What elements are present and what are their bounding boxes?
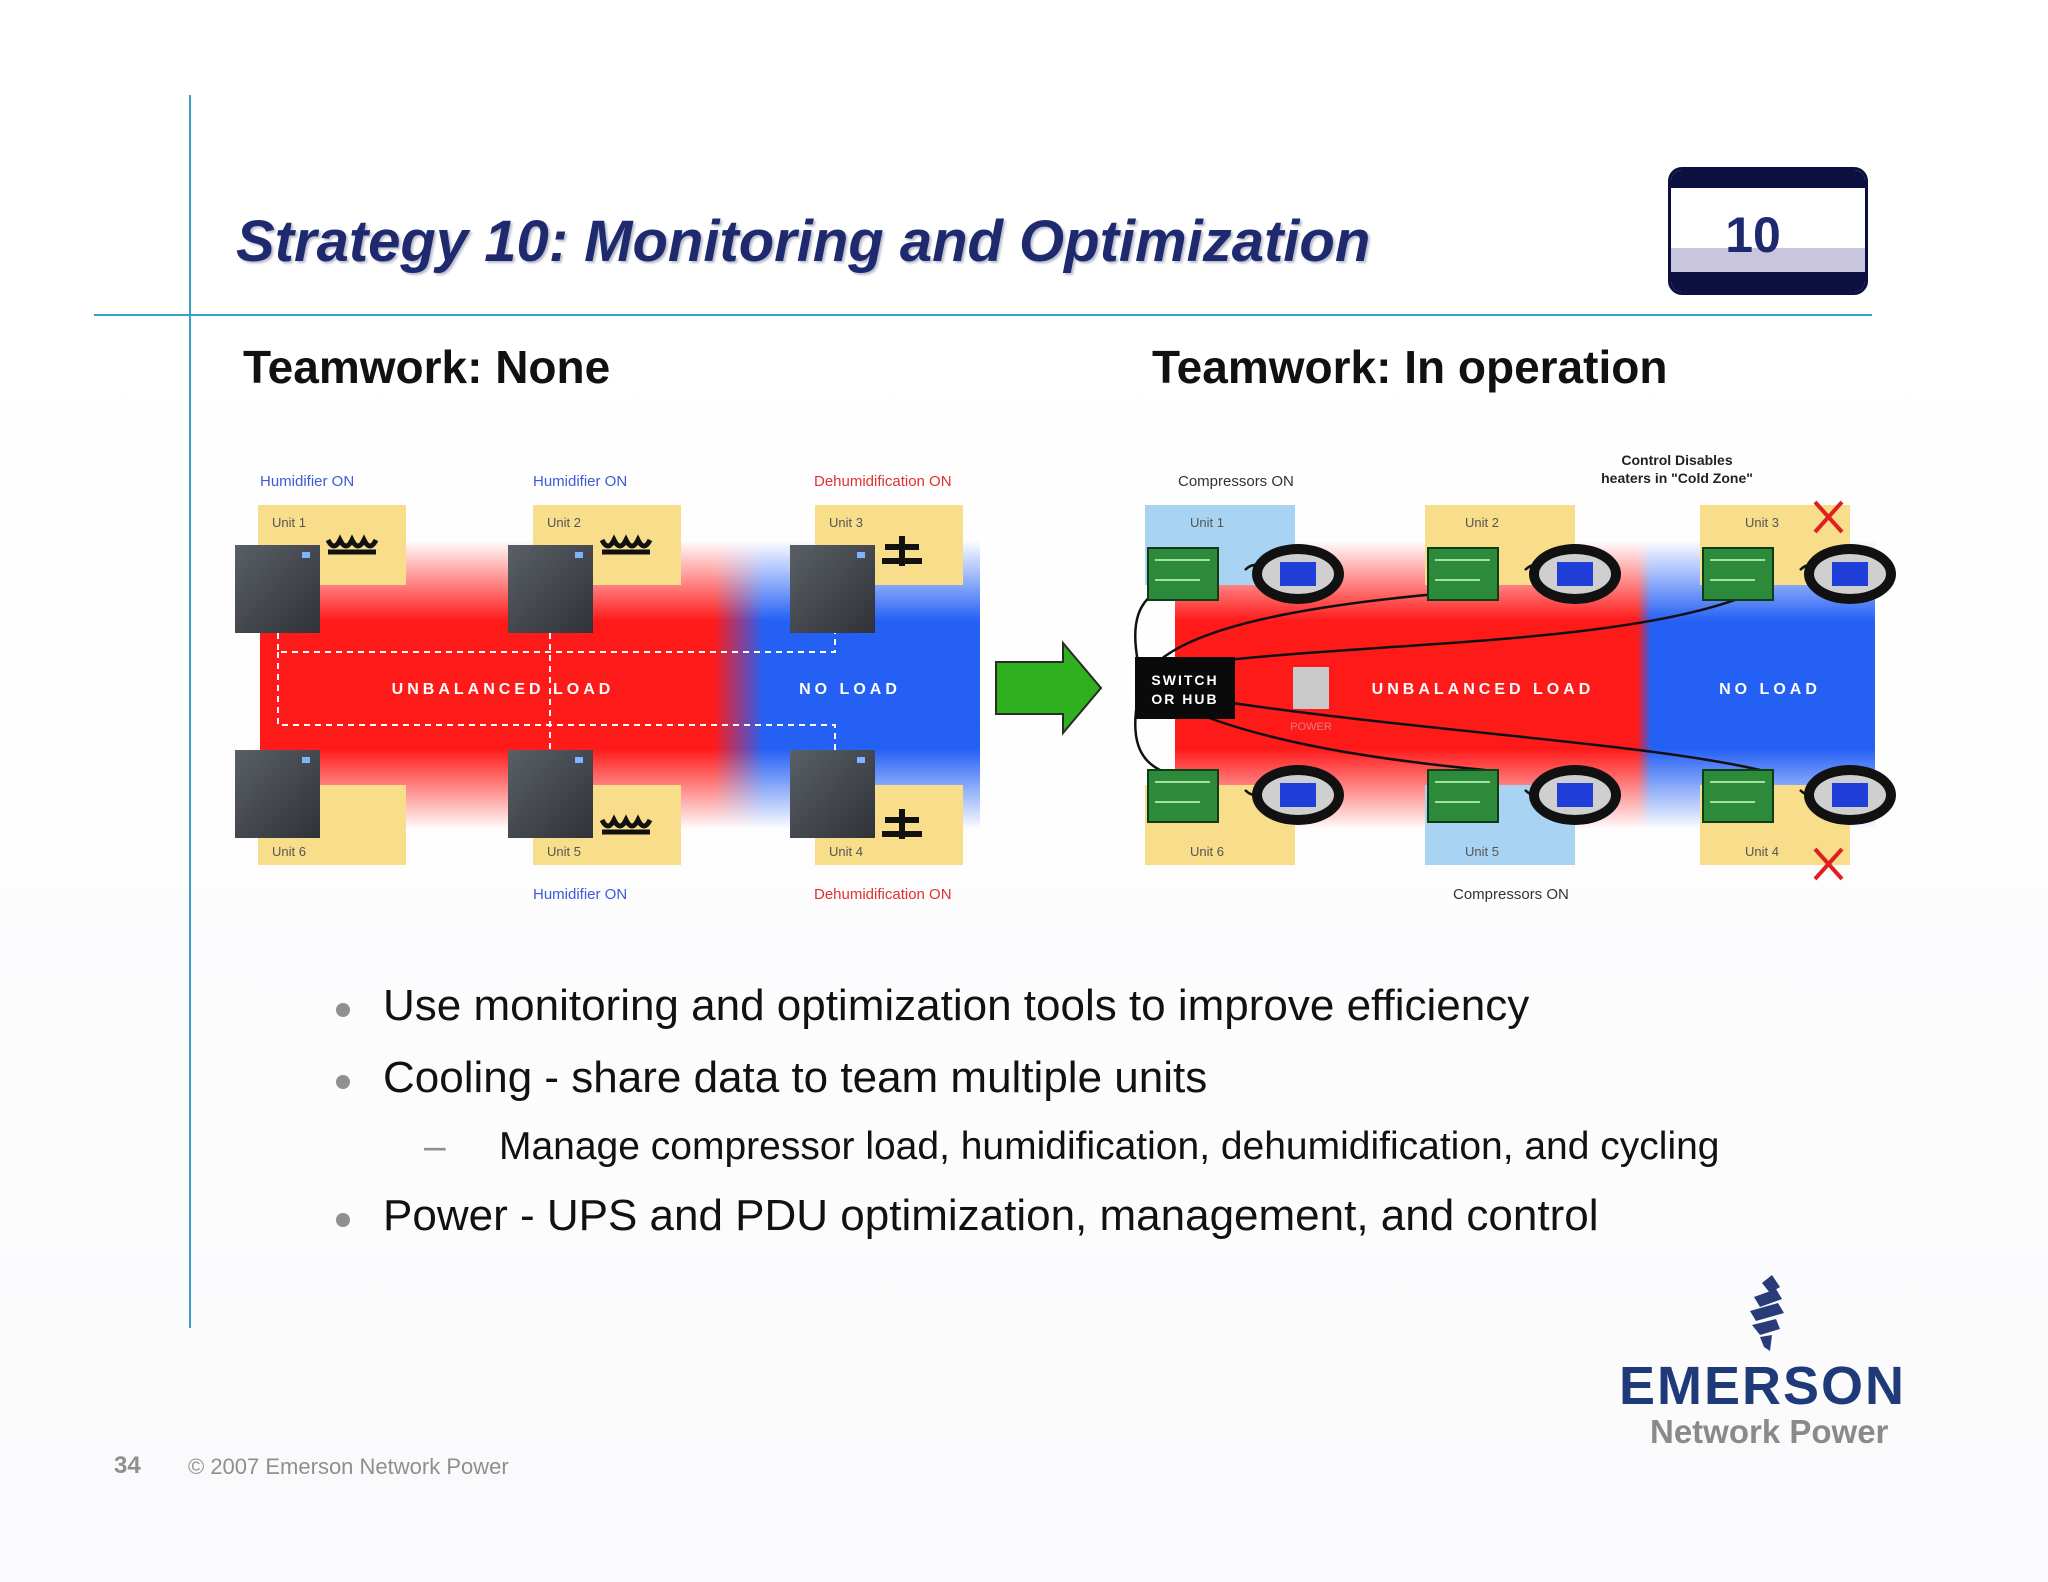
dashed-wiring: [277, 633, 836, 750]
right-unit-2: Unit 2: [1465, 515, 1499, 530]
humidifier-icon: [599, 534, 653, 555]
display-panel-icon: [1529, 544, 1621, 604]
unit-cabinet-icon: [790, 750, 875, 838]
right-bottom-label: Compressors ON: [1453, 886, 1569, 903]
bullet-text: Use monitoring and optimization tools to…: [383, 981, 1530, 1030]
transition-arrow: [995, 640, 1103, 736]
logo-word: EMERSON: [1619, 1356, 1907, 1416]
display-panel-icon: [1804, 544, 1896, 604]
dehumidifier-icon: [882, 536, 922, 566]
right-top-label: Compressors ON: [1178, 473, 1294, 490]
disabled-x-icon: [1813, 500, 1844, 534]
right-unit-1: Unit 1: [1190, 515, 1224, 530]
control-note-line-1: Control Disables: [1621, 452, 1732, 468]
left-bottom-label-1: Humidifier ON: [533, 886, 627, 903]
disabled-x-icon: [1813, 847, 1844, 881]
left-top-label-2: Humidifier ON: [533, 473, 627, 490]
left-top-label-3: Dehumidification ON: [814, 473, 952, 490]
right-unit-6: Unit 6: [1190, 844, 1224, 859]
bullet-item: Use monitoring and optimization tools to…: [336, 970, 1896, 1042]
controller-board-icon: [1427, 547, 1499, 601]
left-unit-4: Unit 4: [829, 844, 863, 859]
unit-cabinet-icon: [235, 545, 320, 633]
left-bottom-label-2: Dehumidification ON: [814, 886, 952, 903]
bullet-item: Cooling - share data to team multiple un…: [336, 1042, 1896, 1114]
teamwork-diagram: Humidifier ON Humidifier ON Dehumidifica…: [235, 452, 1896, 903]
left-heading: Teamwork: None: [243, 341, 611, 393]
bullet-dot-icon: [336, 1003, 350, 1017]
sub-bullet-text: Manage compressor load, humidification, …: [499, 1125, 1720, 1168]
left-noload-label: NO LOAD: [799, 681, 901, 698]
humidifier-icon: [599, 814, 653, 835]
controller-board-icon: [1702, 769, 1774, 823]
copyright: © 2007 Emerson Network Power: [188, 1454, 509, 1479]
dehumidifier-icon: [882, 809, 922, 839]
power-box: [1293, 667, 1329, 709]
unit-cabinet-icon: [508, 545, 593, 633]
unit-cabinet-icon: [508, 750, 593, 838]
controller-board-icon: [1147, 769, 1219, 823]
sub-bullet-item: – Manage compressor load, humidification,…: [336, 1114, 1896, 1180]
left-unbalanced-label: UNBALANCED LOAD: [392, 681, 615, 698]
horizontal-rule: [94, 314, 1872, 316]
humidifier-icon: [325, 534, 379, 555]
logo-subtitle: Network Power: [1650, 1413, 1889, 1450]
dash-icon: –: [424, 1125, 446, 1168]
page-number: 34: [114, 1452, 141, 1479]
display-panel-icon: [1804, 765, 1896, 825]
unit-cabinet-icon: [235, 750, 320, 838]
left-unit-5: Unit 5: [547, 844, 581, 859]
display-panel-icon: [1252, 765, 1344, 825]
left-unit-1: Unit 1: [272, 515, 306, 530]
right-unit-4: Unit 4: [1745, 844, 1779, 859]
bullet-text: Cooling - share data to team multiple un…: [383, 1053, 1208, 1102]
bullet-dot-icon: [336, 1213, 350, 1227]
left-unit-2: Unit 2: [547, 515, 581, 530]
emerson-logo: EMERSON Network Power: [1610, 1275, 1930, 1455]
unit-cabinet-icon: [790, 545, 875, 633]
bullet-list: Use monitoring and optimization tools to…: [336, 970, 1896, 1252]
display-panel-icon: [1529, 765, 1621, 825]
bullet-item: Power - UPS and PDU optimization, manage…: [336, 1180, 1896, 1252]
vertical-rule: [189, 95, 191, 1328]
display-panel-icon: [1252, 544, 1344, 604]
controller-board-icon: [1147, 547, 1219, 601]
switch-hub-box: [1135, 657, 1235, 719]
strategy-number-badge: 10: [1668, 167, 1868, 295]
left-unit-3: Unit 3: [829, 515, 863, 530]
switch-label-2: OR HUB: [1151, 691, 1218, 707]
right-unit-3: Unit 3: [1745, 515, 1779, 530]
left-unit-6: Unit 6: [272, 844, 306, 859]
switch-label-1: SWITCH: [1151, 672, 1218, 688]
emerson-mark-icon: [1750, 1275, 1784, 1351]
right-noload-label: NO LOAD: [1719, 681, 1821, 698]
right-heading: Teamwork: In operation: [1152, 341, 1668, 393]
bullet-text: Power - UPS and PDU optimization, manage…: [383, 1191, 1599, 1240]
badge-number: 10: [1725, 207, 1781, 263]
power-label: POWER: [1290, 721, 1332, 733]
left-top-label-1: Humidifier ON: [260, 473, 354, 490]
control-note-line-2: heaters in "Cold Zone": [1601, 470, 1753, 486]
right-unbalanced-label: UNBALANCED LOAD: [1372, 681, 1595, 698]
bullet-dot-icon: [336, 1075, 350, 1089]
right-unit-5: Unit 5: [1465, 844, 1499, 859]
controller-board-icon: [1702, 547, 1774, 601]
slide-title: Strategy 10: Monitoring and Optimization: [236, 209, 1371, 274]
controller-board-icon: [1427, 769, 1499, 823]
